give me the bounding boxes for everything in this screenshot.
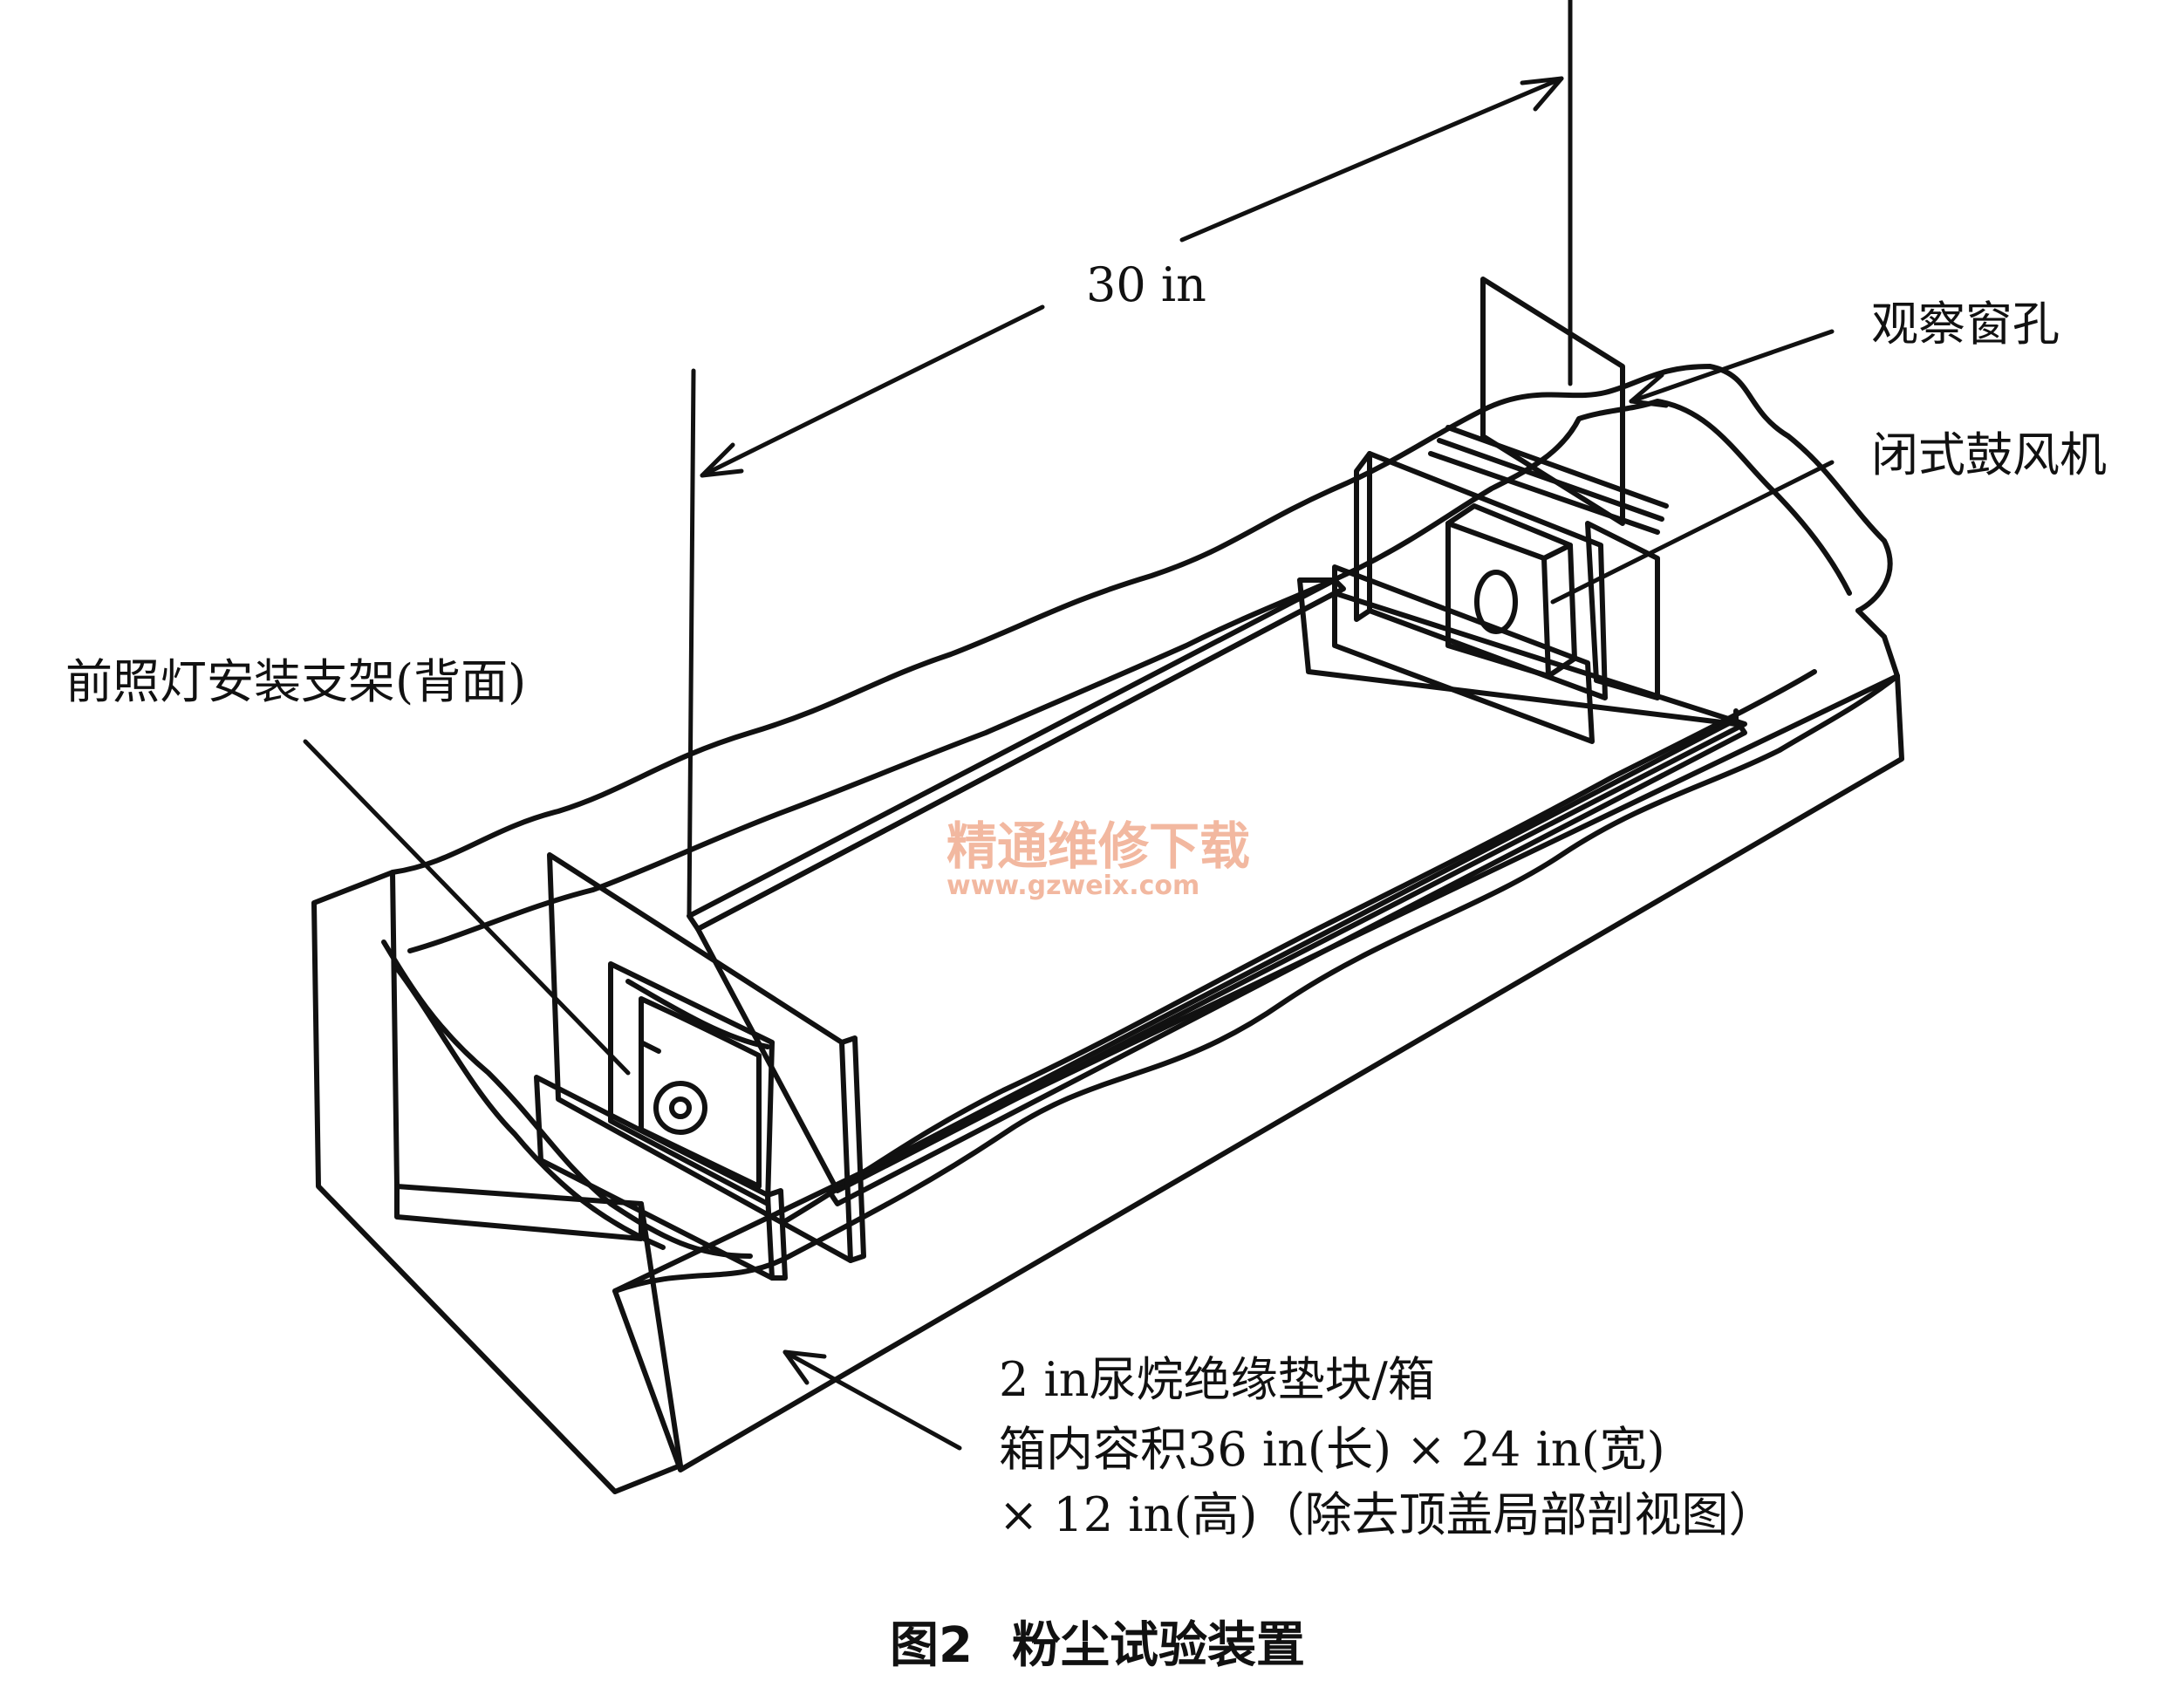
blower-housing-front [1445,521,1551,679]
extension-line-left [687,368,696,919]
dim-line-right [1179,76,1564,243]
watermark-line2: www.gzweix.com [946,871,1199,901]
box-right-end [1855,608,1900,679]
blower-outlet [1474,570,1518,634]
chamber-front-edge [826,717,1747,1206]
box-bottom-left [394,1184,644,1241]
dimension-30in [687,0,1573,919]
label-insulation-line2: 箱内容积36 in(长) × 24 in(宽) [999,1422,1665,1477]
blower-right-post [1585,521,1660,700]
window-panel [1480,277,1625,526]
blower-back-plate-thickness [1354,451,1372,622]
insulation-box [311,364,1904,1494]
leader-arrow-insulation [782,1349,827,1385]
blower-base [1332,564,1595,744]
label-closed-blower: 闭式鼓风机 [1871,427,2107,482]
leader-closed-blower [1550,460,1835,605]
bracket-plate-thickness [839,1035,866,1263]
box-front-face [612,673,1904,1472]
label-insulation-line3: × 12 in(高)（除去顶盖局部剖视图） [999,1487,1775,1542]
box-tear-inner [407,399,1852,953]
chamber-floor [695,591,1747,1193]
box-cavity-left [381,939,753,1259]
dimension-label: 30 in [1086,257,1206,312]
box-cavity-left2 [394,966,666,1250]
lamp-housing [608,961,775,1206]
dim-arrow-left [700,442,744,478]
blower-back-plate [1367,451,1608,700]
watermark-line1: 精通维修下载 [946,816,1250,876]
leader-viewing-window [1629,329,1835,404]
box-front-rim [612,673,1900,1294]
box-front-inner-edge [782,669,1817,1224]
lamp-face [625,979,770,1049]
dim-line-left [700,304,1045,478]
caption-title: 粉尘试验装置 [1012,1617,1305,1674]
lamp-arrow-mark [639,1040,661,1054]
blower-housing-side [1541,543,1577,679]
lamp-lens [639,996,762,1189]
chamber-back-edge [687,577,1346,932]
leader-lines [303,329,1835,1451]
chamber-right-wall [1297,577,1739,727]
leader-arrow-viewing-window [1629,372,1669,408]
dim-arrow-right [1520,76,1564,112]
box-left-face [311,870,683,1494]
viewing-window [1480,277,1625,526]
label-insulation-line1: 2 in尿烷绝缘垫块/箱 [999,1352,1435,1407]
leader-headlamp-bracket [303,739,631,1076]
box-tear-upper [390,364,1893,875]
label-headlamp-bracket: 前照灯安装支架(背面) [65,654,526,709]
caption-number: 图2 [890,1617,973,1674]
label-viewing-window: 观察窗孔 [1871,297,2060,352]
lamp-bulb [653,1081,707,1135]
bracket-base-front [765,1188,788,1281]
inner-chamber [687,577,1747,1206]
headlamp-bracket [534,852,866,1281]
leader-insulation [782,1349,962,1451]
lamp-bulb-center [669,1097,692,1119]
